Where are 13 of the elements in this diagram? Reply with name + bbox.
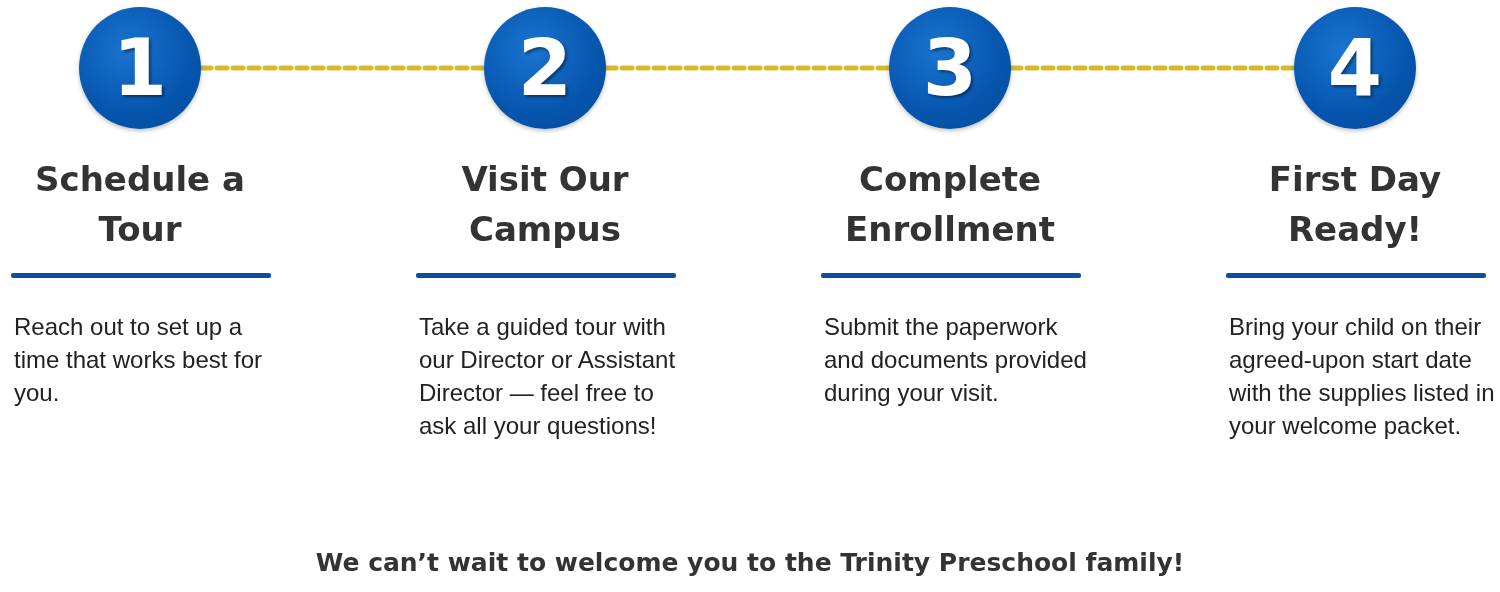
step-description: Submit the paperwork and documents provided during your visit.: [824, 312, 1088, 408]
step-heading: First Day Ready!: [1267, 158, 1443, 251]
step-number: 3: [922, 23, 978, 113]
step-heading: Schedule a Tour: [34, 158, 246, 251]
step-heading: Visit Our Campus: [460, 158, 630, 251]
step-heading: Complete Enrollment: [844, 158, 1056, 251]
step-number: 4: [1327, 23, 1383, 113]
caption: We can’t wait to welcome you to the Trinity Preschool family!: [314, 548, 1186, 577]
step-number: 2: [517, 23, 573, 113]
step-description: Reach out to set up a time that works best for you.: [14, 312, 264, 408]
step-number: 1: [112, 23, 168, 113]
step-description: Take a guided tour with our Director or Assistant Director — feel free to ask all your questions!: [419, 312, 677, 441]
step-description: Bring your child on their agreed-upon start date with the supplies listed in your welcome packet.: [1229, 312, 1496, 441]
